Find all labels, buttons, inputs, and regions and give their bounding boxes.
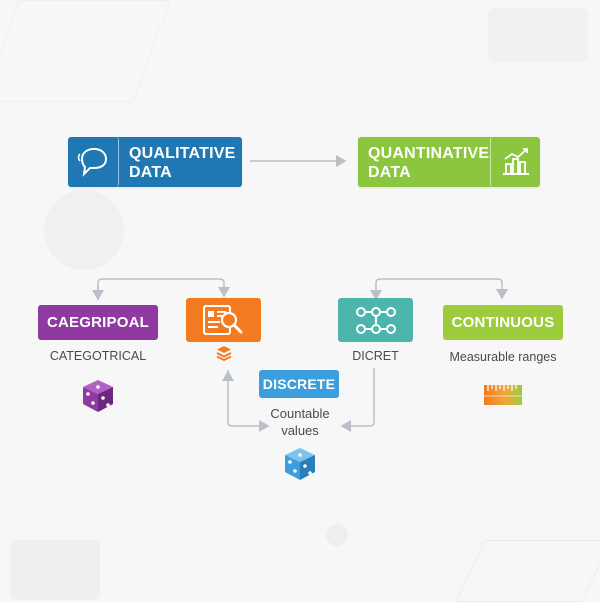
background-decoration (10, 540, 100, 600)
discrete-caption: Countable values (250, 405, 350, 439)
left-bracket-connector (97, 278, 230, 300)
layers-icon (216, 345, 232, 362)
background-decoration (44, 190, 124, 270)
background-decoration (488, 8, 588, 62)
background-decoration (326, 524, 348, 546)
discrete-node-label: DISCRETE (262, 376, 336, 392)
gradient-ruler-icon (483, 381, 523, 407)
quantitative-data-node: QUANTINATIVE DATA (358, 137, 540, 187)
qualitative-title-line2: DATA (129, 164, 172, 181)
right-bracket-connector (375, 278, 508, 300)
bar-chart-icon (490, 137, 541, 187)
discrete-caption-line1: Countable (270, 406, 330, 421)
quantitative-title: QUANTINATIVE DATA (368, 144, 489, 182)
discrete-right-connector (340, 368, 375, 432)
dicret-caption: DICRET (352, 349, 399, 363)
continuous-node: CONTINUOUS (443, 305, 563, 340)
categorical-node: CAEGRIPOAL (38, 305, 158, 340)
qualitative-title: QUALITATIVE DATA (129, 144, 236, 182)
categorical-node-label: CAEGRIPOAL (46, 314, 149, 331)
discrete-caption-line2: values (281, 423, 319, 438)
document-search-icon (186, 298, 261, 342)
quantitative-title-line2: DATA (368, 164, 411, 181)
qualitative-data-node: QUALITATIVE DATA (68, 137, 242, 187)
node-network-icon (338, 298, 413, 342)
discrete-node: DISCRETE (259, 370, 339, 398)
continuous-node-label: CONTINUOUS (451, 314, 555, 331)
dice-icon (283, 446, 317, 482)
quantitative-title-line1: QUANTINATIVE (368, 145, 490, 162)
speech-bubble-icon (68, 137, 119, 187)
categorical-caption: CATEGOTRICAL (49, 349, 147, 363)
discrete-left-connector (227, 370, 270, 432)
qualitative-title-line1: QUALITATIVE (129, 145, 236, 162)
continuous-caption: Measurable ranges (449, 350, 557, 364)
dice-icon (81, 378, 115, 414)
